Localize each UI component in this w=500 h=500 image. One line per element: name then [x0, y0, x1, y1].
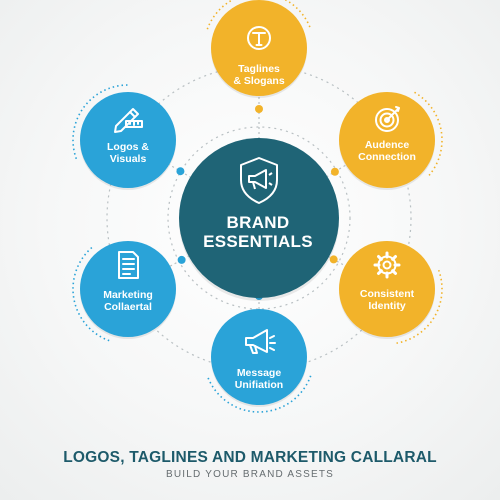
node-label-identity: Consistent Identity	[359, 288, 415, 312]
node-circle-identity	[339, 241, 435, 337]
connector-dot-marketing	[177, 255, 186, 264]
connector-dot-identity	[329, 255, 338, 264]
target-icon	[375, 106, 400, 132]
footer-title: LOGOS, TAGLINES AND MARKETING CALLARAL	[63, 449, 437, 466]
center-circle	[179, 138, 339, 298]
pencil-ruler-icon	[114, 108, 143, 133]
accent-arc-marketing	[72, 246, 110, 342]
node-circle-audience	[339, 92, 435, 188]
node-label-marketing: Marketing Collaertal	[103, 289, 153, 313]
megaphone-shield-icon	[240, 157, 278, 204]
gear-icon	[373, 251, 401, 279]
node-circle-logos	[80, 92, 176, 188]
accent-arc-message	[206, 375, 312, 413]
node-circle-marketing	[80, 241, 176, 337]
accent-arc-taglines	[206, 0, 312, 30]
node-label-taglines: Taglines & Slogans	[233, 63, 285, 87]
inner-orbit	[167, 126, 351, 310]
connector-identity	[327, 255, 346, 267]
connector-logos	[168, 164, 192, 179]
node-label-audience: Audence Connection	[358, 139, 416, 163]
center-label: BRAND ESSENTIALS	[203, 213, 313, 251]
accent-arc-logos	[72, 84, 129, 160]
megaphone-icon	[245, 329, 276, 354]
text-t-icon	[247, 26, 271, 50]
connector-dot-logos	[176, 167, 185, 176]
node-circle-message	[211, 309, 307, 405]
connector-dot-audience	[330, 167, 339, 176]
document-icon	[118, 251, 139, 279]
footer-subtitle: BUILD YOUR BRAND ASSETS	[165, 469, 334, 480]
node-label-message: Message Unifiation	[234, 367, 284, 391]
node-label-logos: Logos & Visuals	[107, 141, 149, 165]
connector-dot-taglines	[255, 105, 263, 113]
